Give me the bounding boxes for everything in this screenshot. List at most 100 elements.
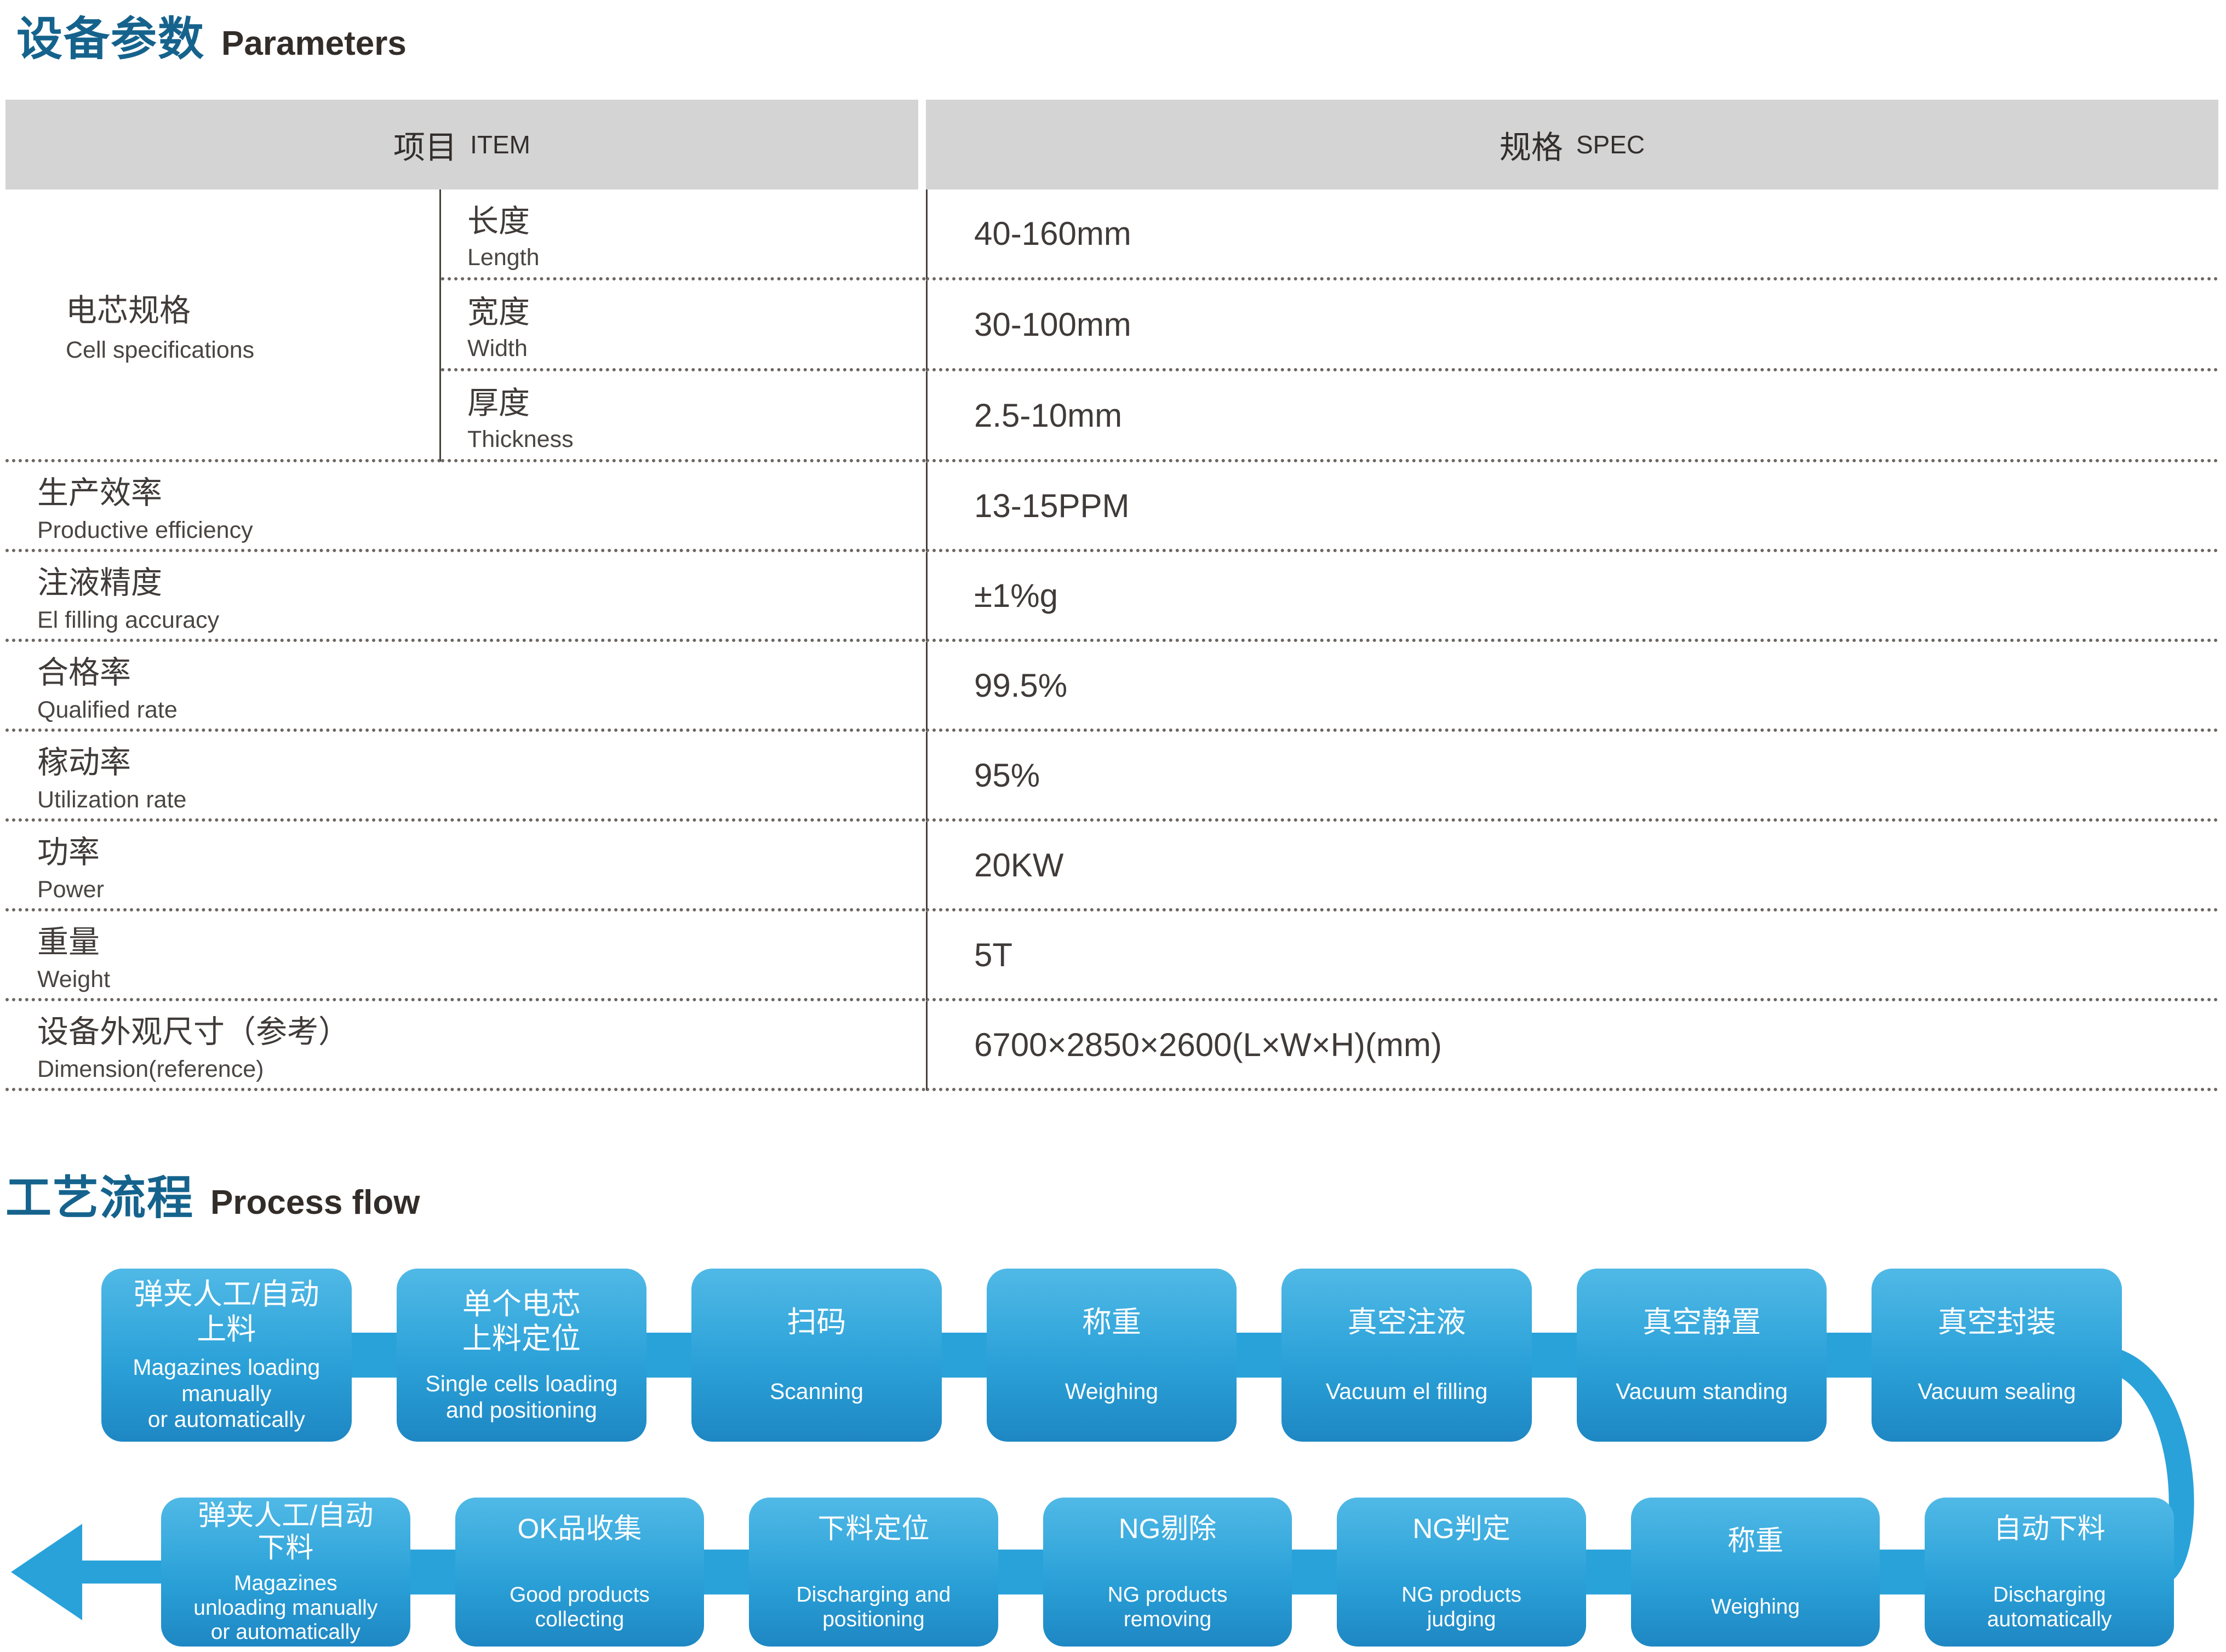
flow-top-step-7-zh: 真空封装	[1937, 1306, 2056, 1339]
flow-bottom-step-2-zh: OK品收集	[517, 1512, 642, 1544]
parameters-section-title: 设备参数 Parameters	[0, 0, 2226, 65]
table-spec-value: 2.5-10mm	[926, 371, 2218, 462]
table-subitem-cell: 宽度 Width	[441, 280, 926, 371]
table-item-zh: 重量	[37, 924, 100, 960]
flow-top-step-6-en: Vacuum standing	[1616, 1379, 1788, 1404]
flow-top-step-2-en: Single cells loading and positioning	[425, 1371, 618, 1422]
table-item-zh: 生产效率	[37, 475, 162, 510]
parameters-title-en: Parameters	[221, 25, 407, 62]
table-item-en: Productive efficiency	[37, 517, 253, 543]
flow-top-step-5-zh: 真空注液	[1347, 1306, 1466, 1339]
table-spec-value: 5T	[926, 911, 2218, 1001]
flow-connector	[702, 1550, 751, 1594]
table-group-item-zh: 电芯规格	[66, 292, 191, 328]
table-item-cell: 注液精度 El filling accuracy	[5, 552, 926, 642]
table-header-item-zh: 项目	[393, 130, 457, 165]
process-section-title: 工艺流程 Process flow	[0, 1161, 2226, 1224]
flow-top-step-3: 扫码 Scanning	[691, 1269, 942, 1442]
table-item-zh: 功率	[37, 834, 100, 870]
table-item-cell: 生产效率 Productive efficiency	[5, 462, 926, 552]
table-header-spec-en: SPEC	[1576, 130, 1645, 159]
flow-bottom-step-3-en: Discharging and positioning	[796, 1583, 951, 1631]
table-item-cell: 稼动率 Utilization rate	[5, 732, 926, 822]
flow-bottom-step-6-zh: 称重	[1727, 1525, 1784, 1557]
table-item-zh: 注液精度	[37, 565, 162, 600]
flow-top-step-5: 真空注液 Vacuum el filling	[1281, 1269, 1532, 1442]
table-spec-value: 30-100mm	[926, 280, 2218, 371]
table-spec-value: 6700×2850×2600(L×W×H)(mm)	[926, 1001, 2218, 1091]
flow-top-step-3-en: Scanning	[769, 1379, 863, 1404]
flow-connector	[645, 1333, 694, 1378]
table-spec-value: 20KW	[926, 822, 2218, 911]
flow-connector	[1825, 1333, 1874, 1378]
table-header-item-en: ITEM	[470, 130, 530, 159]
flow-bottom-step-7-en: Discharging automatically	[1987, 1583, 2112, 1631]
process-title-en: Process flow	[210, 1184, 420, 1221]
flow-connector	[1290, 1550, 1339, 1594]
flow-bottom-step-7: 自动下料 Discharging automatically	[1925, 1498, 2175, 1647]
flow-bottom-step-5: NG判定 NG products judging	[1337, 1498, 1586, 1647]
flow-bottom-step-2: OK品收集 Good products collecting	[455, 1498, 705, 1647]
table-subitem-zh: 宽度	[467, 294, 530, 330]
flow-bottom-step-5-en: NG products judging	[1401, 1583, 1522, 1631]
table-spec-value: 95%	[926, 732, 2218, 822]
table-header-spec: 规格 SPEC	[926, 100, 2218, 190]
flow-top-step-1-zh: 弹夹人工/自动 上料	[133, 1277, 319, 1346]
flow-connector	[940, 1333, 988, 1378]
table-item-en: Utilization rate	[37, 786, 187, 813]
flow-left-arrow-head-icon	[11, 1524, 82, 1620]
table-item-zh: 稼动率	[37, 744, 131, 780]
flow-top-step-5-en: Vacuum el filling	[1325, 1379, 1488, 1404]
flow-bottom-step-4-zh: NG剔除	[1118, 1512, 1217, 1544]
flow-connector	[1530, 1333, 1578, 1378]
table-subitem-en: Thickness	[467, 426, 574, 452]
flow-top-step-1-en: Magazines loading manually or automatica…	[133, 1355, 321, 1432]
table-item-en: Dimension(reference)	[37, 1056, 264, 1082]
flow-bottom-step-2-en: Good products collecting	[509, 1583, 650, 1631]
flow-top-step-1: 弹夹人工/自动 上料 Magazines loading manually or …	[101, 1269, 352, 1442]
table-subitem-cell: 厚度 Thickness	[441, 371, 926, 462]
flow-connector	[408, 1550, 457, 1594]
table-spec-value: 40-160mm	[926, 190, 2218, 280]
flow-top-step-3-zh: 扫码	[787, 1306, 846, 1339]
flow-bottom-step-6: 称重 Weighing	[1630, 1498, 1880, 1647]
table-spec-value: 99.5%	[926, 642, 2218, 732]
flow-connector	[996, 1550, 1045, 1594]
table-item-zh: 设备外观尺寸（参考）	[37, 1014, 350, 1049]
flow-connector	[350, 1333, 398, 1378]
flow-bottom-step-7-zh: 自动下料	[1993, 1512, 2105, 1544]
flow-top-step-2: 单个电芯 上料定位 Single cells loading and positi…	[396, 1269, 647, 1442]
flow-top-step-4-zh: 称重	[1082, 1306, 1142, 1339]
flow-bottom-step-5-zh: NG判定	[1412, 1512, 1510, 1544]
table-header-spec-zh: 规格	[1499, 130, 1563, 165]
table-item-en: El filling accuracy	[37, 606, 220, 633]
flow-top-step-2-zh: 单个电芯 上料定位	[462, 1287, 581, 1356]
flow-left-arrow	[11, 1498, 162, 1647]
table-item-zh: 合格率	[37, 655, 131, 690]
process-title-zh: 工艺流程	[5, 1172, 194, 1224]
table-subitem-en: Width	[467, 335, 528, 362]
flow-top-step-7-en: Vacuum sealing	[1918, 1379, 2076, 1404]
parameters-title-zh: 设备参数	[16, 13, 205, 65]
process-flow-top-row: 弹夹人工/自动 上料 Magazines loading manually or …	[101, 1269, 2122, 1442]
flow-connector	[1235, 1333, 1284, 1378]
table-item-cell: 设备外观尺寸（参考） Dimension(reference)	[5, 1001, 926, 1091]
table-header: 项目 ITEM 规格 SPEC	[5, 100, 2218, 190]
flow-bottom-step-1-en: Magazines unloading manually or automati…	[193, 1571, 378, 1644]
table-spec-value: ±1%g	[926, 552, 2218, 642]
table-group-item-en: Cell specifications	[66, 336, 255, 363]
table-spec-value: 13-15PPM	[926, 462, 2218, 552]
flow-bottom-step-6-en: Weighing	[1711, 1595, 1800, 1619]
table-subitem-zh: 厚度	[467, 385, 530, 421]
